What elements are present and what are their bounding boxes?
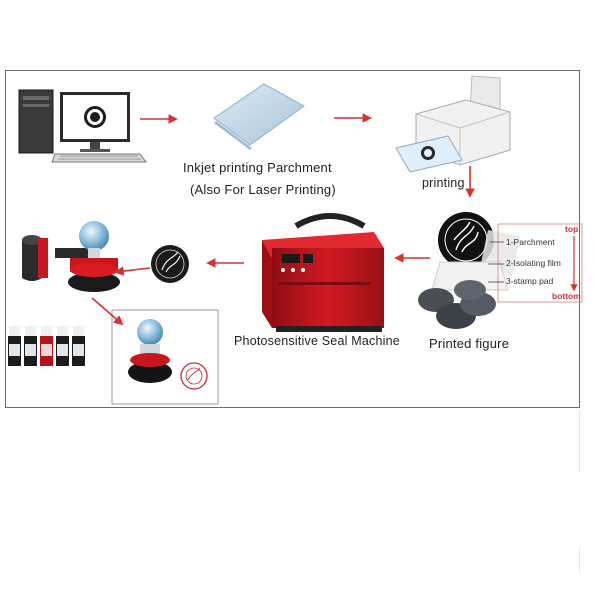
- layer-top-label: top: [565, 224, 579, 234]
- layer-callout: [488, 223, 583, 303]
- flow-arrows: [91, 113, 475, 326]
- printed-figure-label: Printed figure: [429, 336, 510, 351]
- layer-item-parchment: 1-Parchment: [506, 237, 555, 247]
- edge-line: [579, 410, 580, 472]
- parchment-label-line1: Inkjet printing Parchment: [183, 160, 332, 175]
- computer-illustration: [18, 89, 147, 163]
- product-photo: [111, 309, 219, 405]
- edge-line: [579, 548, 580, 572]
- printer-illustration: [395, 75, 511, 173]
- printed-seal-illustration: [431, 212, 520, 291]
- machine-label: Photosensitive Seal Machine: [234, 334, 400, 348]
- parchment-illustration: [213, 83, 305, 150]
- layer-item-stamp-pad: 3-stamp pad: [506, 276, 554, 286]
- flash-stamps-illustration: [22, 221, 120, 292]
- parchment-label-line2: (Also For Laser Printing): [190, 182, 336, 197]
- ink-bottles-illustration: [8, 326, 85, 366]
- layer-item-isolating-film: 2-Isolating film: [506, 258, 561, 268]
- stamp-pads-illustration: [418, 280, 496, 329]
- printing-label: printing: [422, 176, 465, 190]
- layer-bottom-label: bottom: [552, 291, 581, 301]
- seal-machine-illustration: [262, 213, 384, 332]
- seal-impression-illustration: [151, 245, 189, 283]
